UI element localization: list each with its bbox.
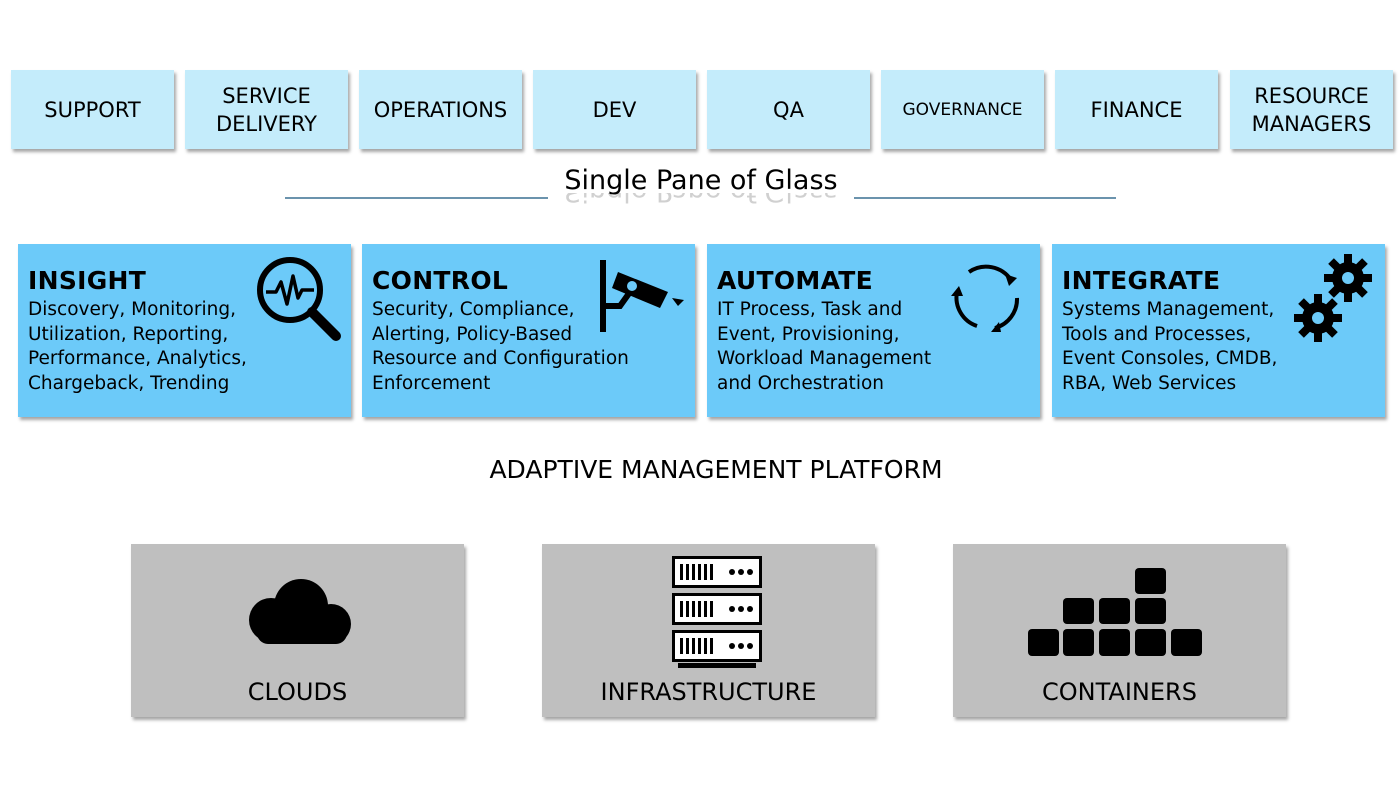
- capability-control: CONTROL Security, Compliance, Alerting, …: [362, 244, 695, 417]
- resource-label: INFRASTRUCTURE: [600, 678, 817, 706]
- capability-title: INTEGRATE: [1062, 266, 1221, 295]
- team-resource-managers: RESOURCE MANAGERS: [1230, 70, 1393, 149]
- container-stack-icon: [1028, 568, 1202, 656]
- resource-containers: CONTAINERS: [953, 544, 1286, 717]
- team-qa: QA: [707, 70, 870, 149]
- team-service-delivery: SERVICE DELIVERY: [185, 70, 348, 149]
- resource-infrastructure: INFRASTRUCTURE: [542, 544, 875, 717]
- divider-line-left: [285, 197, 548, 199]
- platform-label: ADAPTIVE MANAGEMENT PLATFORM: [489, 455, 943, 484]
- team-finance: FINANCE: [1055, 70, 1218, 149]
- divider-line-right: [854, 197, 1116, 199]
- capability-description: IT Process, Task and Event, Provisioning…: [717, 299, 932, 394]
- capability-description: Systems Management, Tools and Processes,…: [1062, 299, 1278, 394]
- team-operations: OPERATIONS: [359, 70, 522, 149]
- capability-integrate: INTEGRATE Systems Management, Tools and …: [1052, 244, 1385, 417]
- capability-insight: INSIGHT Discovery, Monitoring, Utilizati…: [18, 244, 351, 417]
- server-rack-icon: [672, 556, 762, 668]
- capability-description: Discovery, Monitoring, Utilization, Repo…: [28, 299, 247, 394]
- capability-title: AUTOMATE: [717, 266, 874, 295]
- magnifier-pulse-icon: [257, 257, 341, 341]
- team-dev: DEV: [533, 70, 696, 149]
- capability-automate: AUTOMATE IT Process, Task and Event, Pro…: [707, 244, 1040, 417]
- capability-description: Security, Compliance, Alerting, Policy-B…: [372, 299, 629, 394]
- resource-clouds: CLOUDS: [131, 544, 464, 717]
- cloud-icon: [249, 579, 351, 644]
- team-governance: GOVERNANCE: [881, 70, 1044, 149]
- single-pane-title: Single Pane of Glass: [564, 165, 838, 196]
- security-camera-icon: [600, 260, 684, 332]
- resource-label: CLOUDS: [247, 678, 348, 706]
- resource-label: CONTAINERS: [1042, 678, 1197, 706]
- gears-icon: [1294, 254, 1372, 342]
- capability-title: CONTROL: [372, 266, 509, 295]
- single-pane-reflection: Single Pane of Glass: [548, 193, 854, 207]
- refresh-cycle-icon: [951, 264, 1020, 332]
- capability-title: INSIGHT: [28, 266, 147, 295]
- team-support: SUPPORT: [11, 70, 174, 149]
